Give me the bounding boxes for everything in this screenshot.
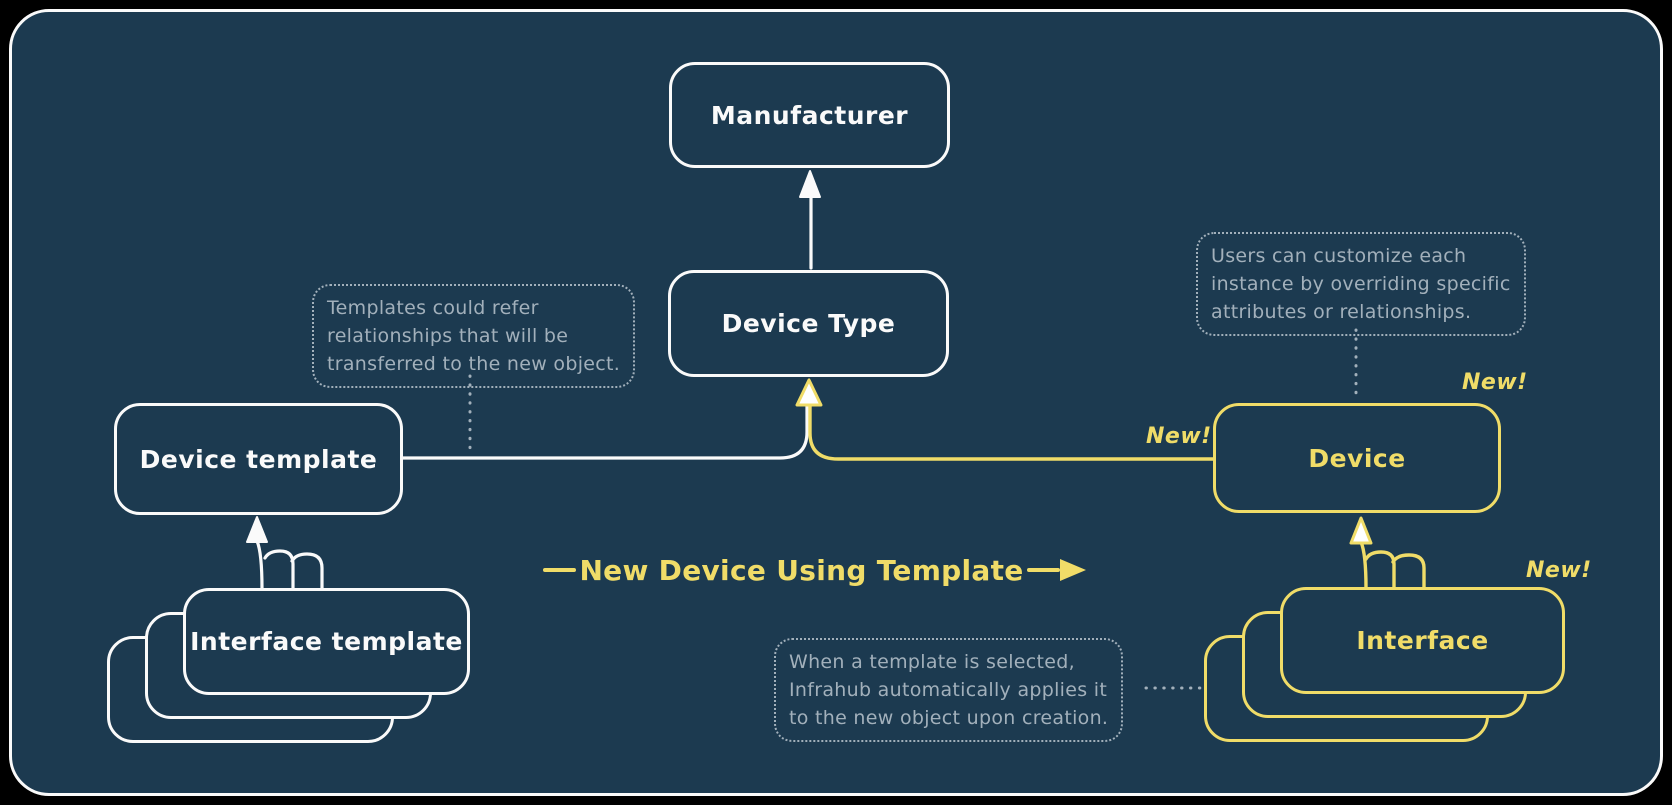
arrowhead-device — [1349, 516, 1373, 545]
note-apply-line-3: to the new object upon creation. — [789, 707, 1109, 729]
edge-interface-template-bundle-3 — [290, 552, 324, 591]
edge-device-template-to-device-type — [401, 388, 809, 460]
node-interface-template: Interface template — [183, 588, 470, 695]
node-interface-template-label: Interface template — [190, 627, 463, 656]
flow-arrow-new-device: New Device Using Template — [543, 548, 1087, 592]
node-manufacturer-label: Manufacturer — [710, 100, 909, 130]
edge-device-to-device-type — [808, 390, 1215, 461]
edge-interface-template-bundle-2 — [263, 549, 295, 591]
note-apply-line-2: Infrahub automatically applies it — [789, 679, 1108, 701]
flow-arrowhead-icon — [1060, 559, 1087, 581]
note-customize: Users can customize each instance by ove… — [1196, 232, 1526, 336]
note-apply: When a template is selected, Infrahub au… — [774, 638, 1124, 742]
node-device-type-label: Device Type — [721, 309, 896, 338]
edge-interface-bundle-2 — [1364, 550, 1396, 590]
node-device: Device — [1213, 403, 1501, 513]
flow-arrow-line-left — [543, 568, 577, 572]
note-templates-line-1: Templates could refer — [327, 297, 539, 319]
new-badge-interface: New! — [1526, 558, 1592, 583]
node-device-template: Device template — [114, 403, 403, 515]
node-device-template-label: Device template — [139, 444, 378, 474]
node-interface: Interface — [1280, 587, 1565, 694]
edge-interface-template-to-device-template — [255, 539, 264, 591]
new-badge-device-left: New! — [1146, 424, 1212, 449]
node-interface-label: Interface — [1356, 626, 1489, 655]
note-apply-line-1: When a template is selected, — [789, 651, 1075, 673]
arrowhead-device-template — [246, 516, 268, 543]
new-badge-device-top: New! — [1462, 370, 1528, 395]
flow-arrow-label: New Device Using Template — [579, 553, 1024, 587]
arrowhead-manufacturer — [799, 170, 821, 198]
node-device-label: Device — [1308, 443, 1406, 473]
arrowhead-device-type — [795, 378, 823, 407]
note-customize-line-2: instance by overriding specific — [1211, 273, 1511, 295]
note-templates: Templates could refer relationships that… — [312, 284, 636, 388]
node-manufacturer: Manufacturer — [669, 62, 950, 168]
node-device-type: Device Type — [668, 270, 949, 377]
flow-arrow-line-right — [1026, 568, 1061, 572]
note-customize-line-1: Users can customize each — [1211, 245, 1467, 267]
edge-interface-to-device — [1359, 540, 1368, 590]
edge-interface-bundle-3 — [1391, 553, 1426, 590]
note-templates-line-3: transferred to the new object. — [327, 353, 621, 375]
note-customize-line-3: attributes or relationships. — [1211, 301, 1472, 323]
note-templates-line-2: relationships that will be — [327, 325, 569, 347]
